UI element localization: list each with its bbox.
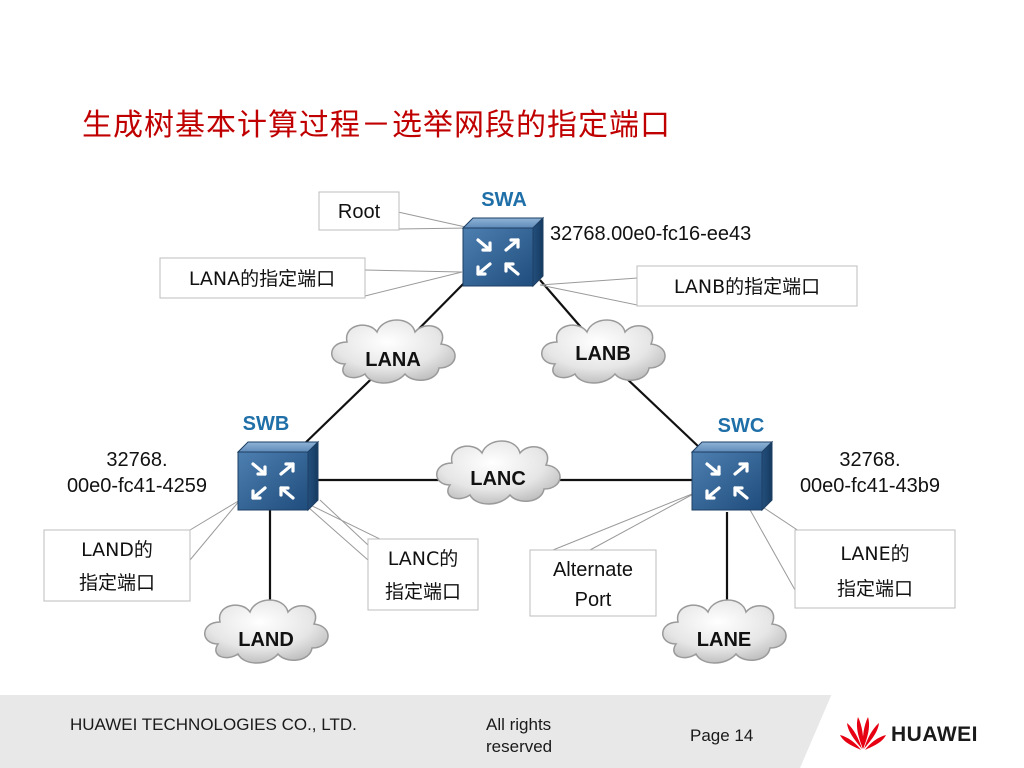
svg-text:Root: Root xyxy=(338,201,381,223)
svg-text:指定端口: 指定端口 xyxy=(385,581,461,603)
lan-cloud-lana: LANA xyxy=(330,319,456,384)
swc-bridge-id-line1: 32768. xyxy=(839,449,900,471)
footer-brand-panel xyxy=(800,695,1024,768)
svg-text:指定端口: 指定端口 xyxy=(837,578,913,600)
svg-text:指定端口: 指定端口 xyxy=(79,572,155,594)
stp-diagram: LANA LANB LANC LAND LANE SWA SWB SWC 327… xyxy=(43,189,956,664)
swb-bridge-id-line1: 32768. xyxy=(106,449,167,471)
svg-text:Alternate: Alternate xyxy=(553,559,633,581)
switch-swa xyxy=(461,216,545,288)
swc-bridge-id-line2: 00e0-fc41-43b9 xyxy=(800,475,940,497)
land-label: LAND xyxy=(238,629,294,651)
footer-company: HUAWEI TECHNOLOGIES CO., LTD. xyxy=(70,715,357,734)
footer-bar: HUAWEI TECHNOLOGIES CO., LTD. All rights… xyxy=(0,695,1024,768)
switch-swc xyxy=(690,440,774,512)
callout-lane-port: LANE的 指定端口 xyxy=(794,529,956,609)
callout-lanb-port: LANB的指定端口 xyxy=(636,265,858,307)
callout-lana-port: LANA的指定端口 xyxy=(159,257,366,299)
svg-text:Port: Port xyxy=(575,589,612,611)
swa-bridge-id: 32768.00e0-fc16-ee43 xyxy=(550,223,751,245)
svg-text:LAND的: LAND的 xyxy=(81,539,153,561)
svg-text:LANB的指定端口: LANB的指定端口 xyxy=(674,276,820,298)
huawei-flower-icon xyxy=(840,717,886,750)
svg-text:LANC的: LANC的 xyxy=(388,548,459,570)
swc-name: SWC xyxy=(718,415,765,437)
switch-swb xyxy=(236,440,320,512)
lan-cloud-land: LAND xyxy=(203,599,329,664)
lanc-label: LANC xyxy=(470,468,526,490)
footer-brand-text: HUAWEI xyxy=(891,723,978,746)
svg-text:LANE的: LANE的 xyxy=(840,543,909,565)
lan-cloud-lane: LANE xyxy=(661,599,787,664)
callout-land-port: LAND的 指定端口 xyxy=(43,529,191,602)
lana-label: LANA xyxy=(365,349,421,371)
lan-cloud-lanc: LANC xyxy=(435,440,561,505)
svg-text:LANA的指定端口: LANA的指定端口 xyxy=(189,268,335,290)
lanb-label: LANB xyxy=(575,343,631,365)
callout-lanc-port: LANC的 指定端口 xyxy=(367,538,479,611)
swa-name: SWA xyxy=(481,189,527,211)
callout-alternate-port: Alternate Port xyxy=(529,549,657,617)
callout-root: Root xyxy=(318,191,400,231)
footer-rights: All rights reserved xyxy=(486,715,553,756)
slide-title: 生成树基本计算过程－选举网段的指定端口 xyxy=(82,108,671,143)
swb-bridge-id-line2: 00e0-fc41-4259 xyxy=(67,475,207,497)
lan-cloud-lanb: LANB xyxy=(540,319,666,384)
lane-label: LANE xyxy=(697,629,751,651)
swb-name: SWB xyxy=(243,413,290,435)
page-number: Page 14 xyxy=(690,726,754,745)
